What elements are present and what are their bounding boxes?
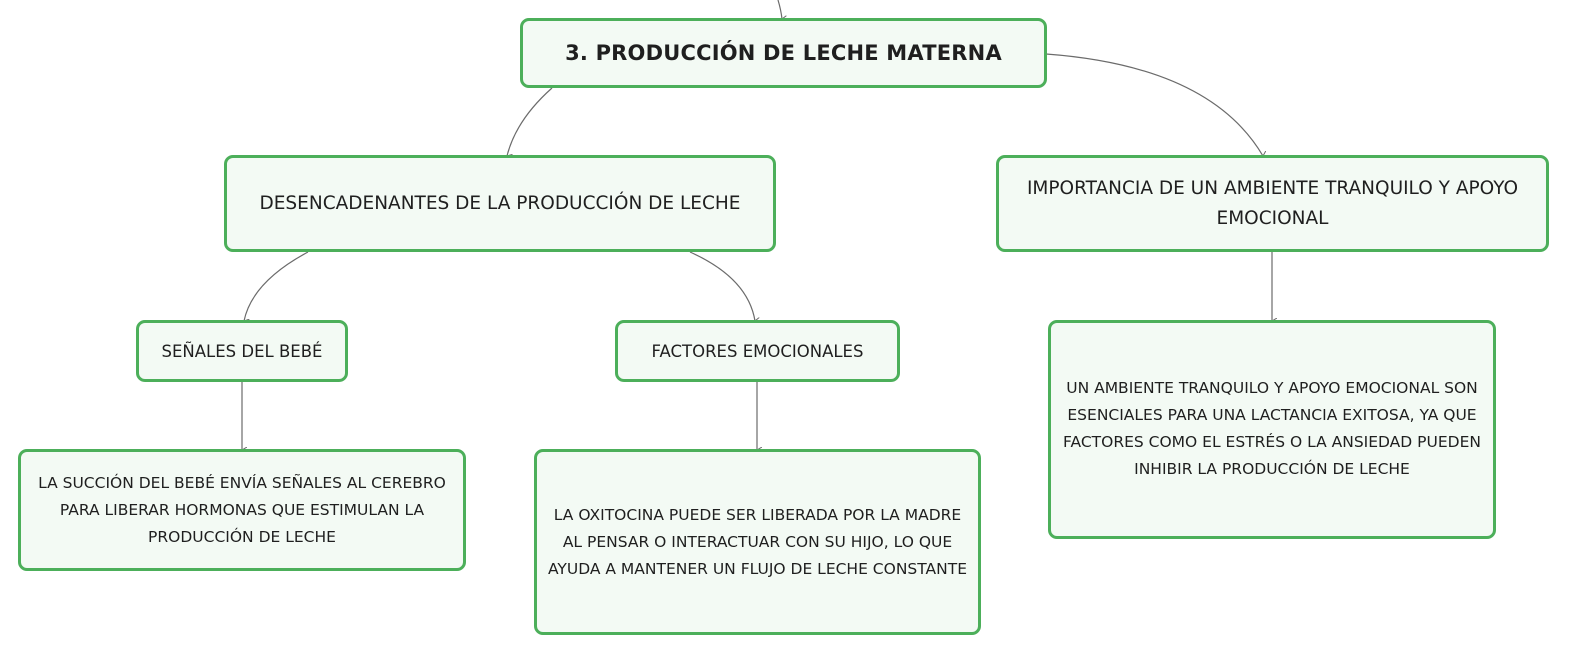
root-topic-label: 3. PRODUCCIÓN DE LECHE MATERNA bbox=[565, 41, 1002, 65]
baby-signals-label: SEÑALES DEL BEBÉ bbox=[161, 341, 323, 361]
connector-root-to-environment bbox=[1045, 53, 1263, 156]
environment-node[interactable]: IMPORTANCIA DE UN AMBIENTE TRANQUILO Y A… bbox=[996, 155, 1549, 252]
baby-signals-detail-node[interactable]: LA SUCCIÓN DEL BEBÉ ENVÍA SEÑALES AL CER… bbox=[18, 449, 466, 571]
emotional-factors-label: FACTORES EMOCIONALES bbox=[651, 341, 864, 361]
environment-label: IMPORTANCIA DE UN AMBIENTE TRANQUILO Y A… bbox=[1026, 177, 1519, 229]
connector-triggers-to-baby-signals bbox=[244, 251, 309, 321]
baby-signals-detail-text: LA SUCCIÓN DEL BEBÉ ENVÍA SEÑALES AL CER… bbox=[38, 473, 446, 546]
emotional-factors-node[interactable]: FACTORES EMOCIONALES bbox=[615, 320, 900, 382]
emotional-factors-detail-node[interactable]: LA OXITOCINA PUEDE SER LIBERADA POR LA M… bbox=[534, 449, 981, 635]
connector-triggers-to-emotional-factors bbox=[689, 251, 755, 321]
root-topic-node[interactable]: 3. PRODUCCIÓN DE LECHE MATERNA bbox=[520, 18, 1047, 88]
emotional-factors-detail-text: LA OXITOCINA PUEDE SER LIBERADA POR LA M… bbox=[547, 505, 967, 578]
connector-incoming-root bbox=[777, 0, 782, 19]
baby-signals-node[interactable]: SEÑALES DEL BEBÉ bbox=[136, 320, 348, 382]
environment-detail-node[interactable]: UN AMBIENTE TRANQUILO Y APOYO EMOCIONAL … bbox=[1048, 320, 1496, 539]
triggers-label: DESENCADENANTES DE LA PRODUCCIÓN DE LECH… bbox=[259, 192, 741, 214]
triggers-node[interactable]: DESENCADENANTES DE LA PRODUCCIÓN DE LECH… bbox=[224, 155, 776, 252]
connector-root-to-triggers bbox=[507, 87, 553, 156]
environment-detail-text: UN AMBIENTE TRANQUILO Y APOYO EMOCIONAL … bbox=[1063, 379, 1481, 478]
